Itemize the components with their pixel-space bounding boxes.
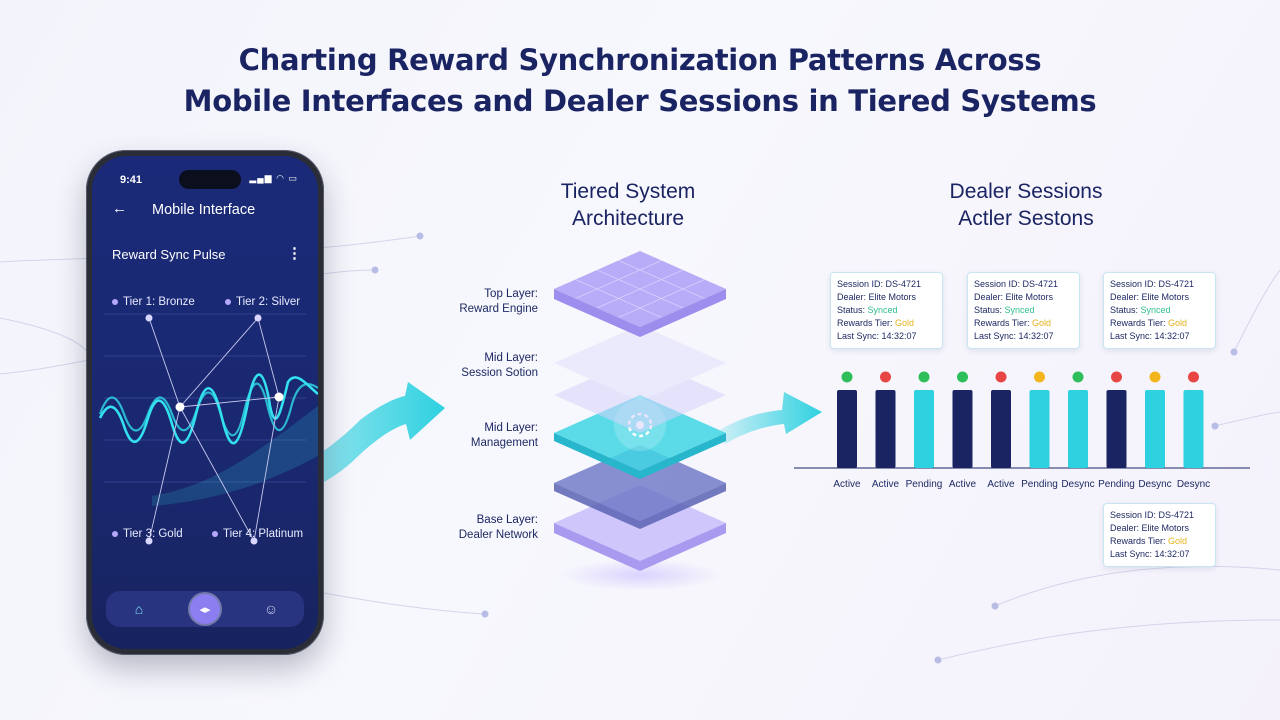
bar-label: Desync <box>1138 479 1171 490</box>
session-card-2[interactable]: Session ID: DS-4721 Dealer: Elite Motors… <box>967 272 1080 349</box>
bar-label: Desync <box>1061 479 1094 490</box>
session-card-1[interactable]: Session ID: DS-4721 Dealer: Elite Motors… <box>830 272 943 349</box>
session-bar[interactable] <box>1029 390 1050 468</box>
title-line-1: Charting Reward Synchronization Patterns… <box>238 43 1042 77</box>
bottom-nav: ⌂ ◂▸ ☺ <box>106 591 304 627</box>
layer-stack <box>554 251 726 591</box>
session-bar[interactable] <box>1145 390 1165 468</box>
bar-label: Active <box>872 479 900 490</box>
architecture-heading: Tiered System Architecture <box>560 180 696 230</box>
session-bar[interactable] <box>1068 390 1088 468</box>
session-bar[interactable] <box>952 390 973 468</box>
sync-wave-secondary <box>98 382 318 437</box>
session-bar[interactable] <box>837 390 857 468</box>
status-time: 9:41 <box>120 174 143 186</box>
back-arrow-icon[interactable]: ← <box>112 200 127 217</box>
wifi-icon: ◠ <box>276 173 285 183</box>
status-icons: ▂▄▆ ◠ ▭ <box>249 173 298 184</box>
bar-label: Active <box>949 479 977 490</box>
reward-sync-chart <box>98 313 318 545</box>
bar-label: Desync <box>1177 479 1210 490</box>
tier-dot-icon <box>225 299 231 305</box>
home-icon[interactable]: ⌂ <box>134 601 144 617</box>
bar-label: Pending <box>1021 479 1058 490</box>
tier-label-4: Tier 4: Platinum <box>212 528 303 540</box>
sessions-heading: Dealer Sessions Actler Sestons <box>949 180 1103 230</box>
page-title: Charting Reward Synchronization Patterns… <box>0 40 1280 122</box>
layer-label-mid-2: Mid Layer: Management <box>470 422 538 449</box>
status-dot <box>1072 371 1084 383</box>
tier-label-2: Tier 2: Silver <box>225 296 300 308</box>
session-card-3[interactable]: Session ID: DS-4721 Dealer: Elite Motors… <box>1103 272 1216 349</box>
session-bar[interactable] <box>914 390 934 468</box>
status-dot <box>841 371 853 383</box>
title-line-2: Mobile Interfaces and Dealer Sessions in… <box>183 84 1097 118</box>
status-dot <box>1149 371 1161 383</box>
signal-icon: ▂▄▆ <box>249 173 273 183</box>
tier-dot-icon <box>112 531 118 537</box>
status-dot <box>1034 371 1045 383</box>
tier-label-1: Tier 1: Bronze <box>112 296 195 308</box>
layer-label-top: Top Layer: Reward Engine <box>459 288 538 315</box>
tier-dot-icon <box>212 531 218 537</box>
tier-dot-icon <box>112 299 118 305</box>
phone-screen: 9:41 ▂▄▆ ◠ ▭ ← Mobile Interface Reward S… <box>92 156 318 649</box>
bar-label: Pending <box>1098 479 1135 490</box>
phone-notch <box>179 170 241 189</box>
session-bar[interactable] <box>875 390 896 468</box>
layer-label-mid-1: Mid Layer: Session Sotion <box>461 352 538 379</box>
bar-label: Active <box>987 479 1015 490</box>
session-card-4[interactable]: Session ID: DS-4721 Dealer: Elite Motors… <box>1103 503 1216 567</box>
session-bar[interactable] <box>1183 390 1204 468</box>
layer-label-base: Base Layer: Dealer Network <box>458 514 538 541</box>
status-dot <box>1188 371 1199 383</box>
status-dot <box>880 371 891 383</box>
session-bar[interactable] <box>991 390 1011 468</box>
bar-label: Pending <box>906 479 943 490</box>
more-options-icon[interactable]: ⋮ <box>287 245 302 262</box>
sync-icon[interactable]: ◂▸ <box>190 594 220 624</box>
sync-wave-primary <box>98 373 318 445</box>
status-dot <box>957 371 968 383</box>
status-dot <box>995 371 1007 383</box>
layer-top <box>554 251 726 337</box>
status-dot <box>1111 371 1122 383</box>
screen-title: Mobile Interface <box>152 202 256 218</box>
layer-mid-upper <box>554 325 726 433</box>
session-bar[interactable] <box>1106 390 1127 468</box>
profile-icon[interactable]: ☺ <box>263 601 279 617</box>
battery-icon: ▭ <box>288 173 298 183</box>
pulse-title: Reward Sync Pulse <box>112 247 226 262</box>
tier-label-3: Tier 3: Gold <box>112 528 183 540</box>
layer-mid-dark <box>554 445 726 529</box>
bar-label: Active <box>833 479 861 490</box>
status-dot <box>918 371 930 383</box>
phone-mockup: 9:41 ▂▄▆ ◠ ▭ ← Mobile Interface Reward S… <box>86 150 324 655</box>
flow-arrow-right <box>720 392 822 444</box>
